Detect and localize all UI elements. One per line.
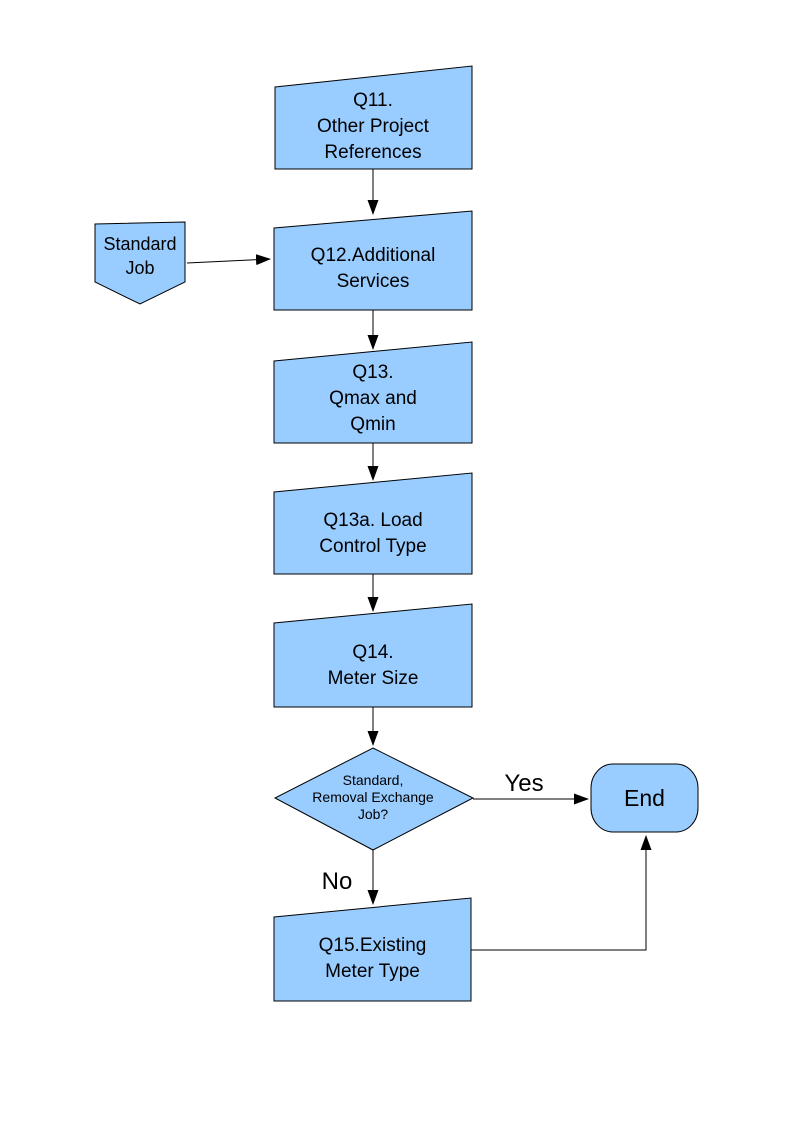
q15-node-shape xyxy=(273,897,472,1002)
standard-job-node-shape xyxy=(94,221,186,305)
end-node-shape xyxy=(590,763,699,833)
q12-node-label: Q12.Additional Services xyxy=(310,245,436,292)
q11-node-shape xyxy=(274,65,473,170)
q13a-node-label: Q13a. Load Control Type xyxy=(319,510,427,557)
q13-node-shape xyxy=(273,341,473,444)
connector-standard-job-q12 xyxy=(186,254,271,266)
connector-q15-end xyxy=(471,835,652,951)
no-edge-label: No xyxy=(321,868,353,895)
q11-node-label: Q11. Other Project References xyxy=(317,90,429,163)
decision-node-label: Standard, Removal Exchange Job? xyxy=(312,772,434,822)
q13-node-label: Q13. Qmax and Qmin xyxy=(329,362,417,435)
decision-node-shape xyxy=(273,747,475,851)
standard-job-node-label: Standard Job xyxy=(103,234,177,278)
yes-edge-label: Yes xyxy=(504,770,544,797)
q15-node-label: Q15.Existing Meter Type xyxy=(318,935,427,982)
q14-node-label: Q14. Meter Size xyxy=(327,642,419,689)
end-node-label: End xyxy=(624,785,665,811)
q12-node-shape xyxy=(273,210,473,311)
q14-node-shape xyxy=(273,603,473,708)
q13a-node-shape xyxy=(273,472,473,575)
